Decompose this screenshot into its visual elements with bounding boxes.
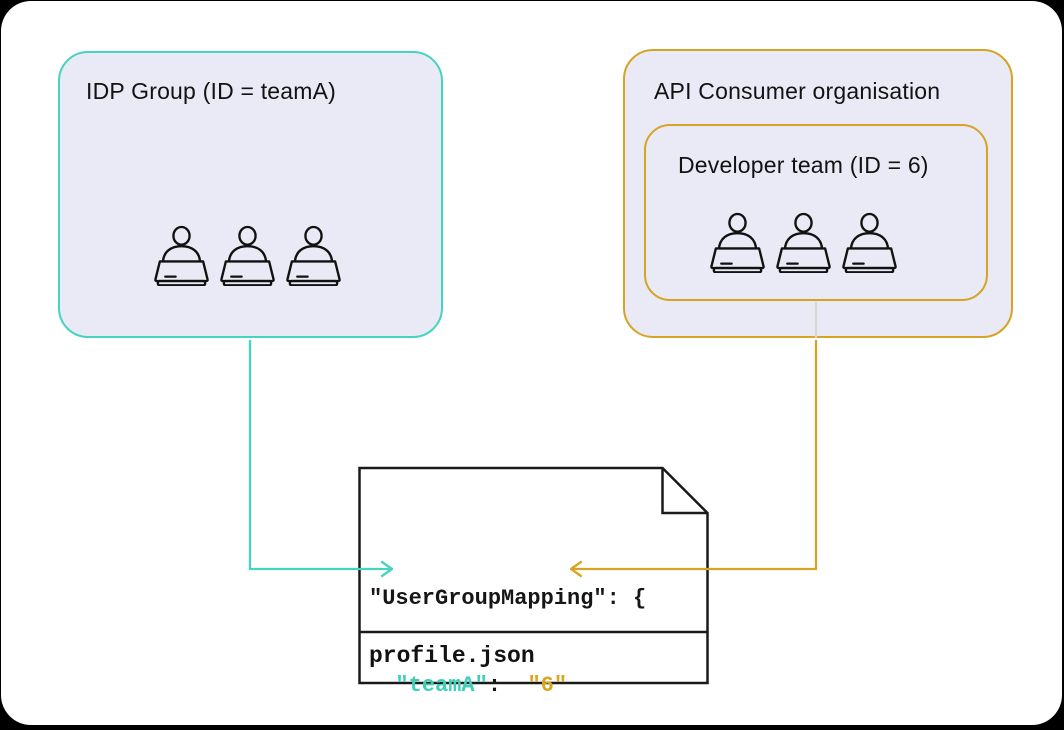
person-at-laptop-icon [154,225,209,286]
mapped-key: "teamA" [395,673,488,698]
profile-json-filename: profile.json [369,643,535,669]
person-at-laptop-icon [286,225,341,286]
idp-group-members [153,225,342,286]
developer-team-members [709,212,898,273]
code-indent [369,673,395,698]
profile-json-code: "UserGroupMapping": { "teamA": "6" } [369,526,646,725]
person-at-laptop-icon [710,212,765,273]
folded-corner-icon [661,468,708,515]
developer-team-box: Developer team (ID = 6) [644,124,988,301]
code-line-open: "UserGroupMapping": { [369,586,647,611]
code-separator: : [487,673,528,698]
person-at-laptop-icon [776,212,831,273]
person-at-laptop-icon [842,212,897,273]
api-consumer-org-title: API Consumer organisation [654,78,941,104]
code-line-mapping: "teamA": "6" [369,671,646,700]
person-at-laptop-icon [220,225,275,286]
idp-group-title: IDP Group (ID = teamA) [86,78,337,104]
developer-team-title: Developer team (ID = 6) [678,152,929,178]
idp-group-box: IDP Group (ID = teamA) [58,51,443,338]
mapped-value: "6" [527,673,568,698]
